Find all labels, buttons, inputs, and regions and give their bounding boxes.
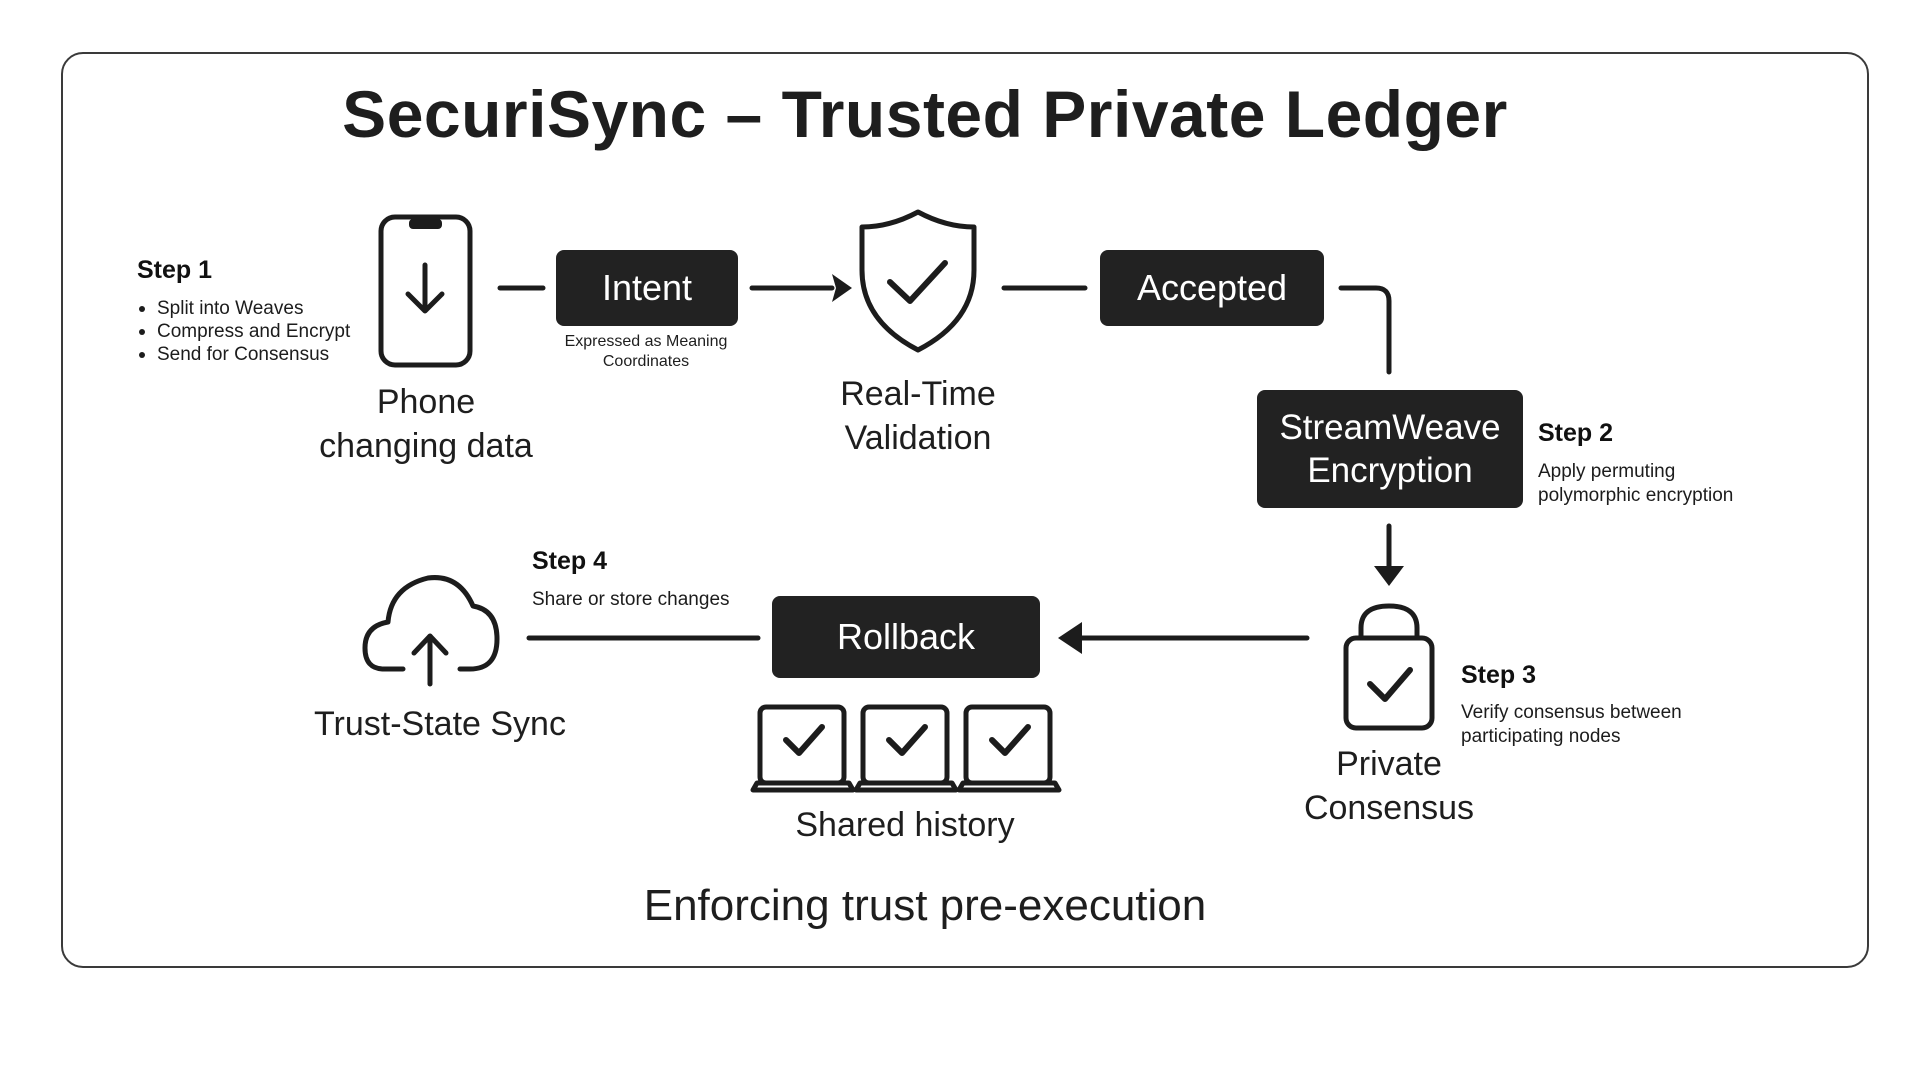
intent-label: Intent bbox=[601, 267, 693, 308]
padlock-check-icon bbox=[1343, 603, 1435, 731]
step1-heading: Step 1 bbox=[137, 256, 213, 284]
cloud-upload-icon bbox=[362, 575, 500, 687]
step1-bullet: Send for Consensus bbox=[137, 343, 350, 366]
step4-heading: Step 4 bbox=[532, 547, 608, 575]
laptop-check-icon bbox=[853, 704, 959, 793]
step3-text-line1: Verify consensus between bbox=[1461, 702, 1682, 723]
step2-text: Apply permuting polymorphic encryption bbox=[1538, 460, 1733, 508]
phone-label-line1: Phone bbox=[376, 383, 476, 421]
step3-text-line2: participating nodes bbox=[1461, 726, 1621, 747]
encryption-label-line1: StreamWeave bbox=[1279, 408, 1501, 447]
sync-label: Trust-State Sync bbox=[314, 705, 566, 743]
step2-text-line2: polymorphic encryption bbox=[1538, 485, 1734, 506]
phone-label-line2: changing data bbox=[319, 427, 533, 465]
laptop-check-icon bbox=[956, 704, 1062, 793]
step2-text-line1: Apply permuting bbox=[1538, 461, 1676, 482]
validation-label: Real-Time Validation bbox=[800, 372, 1036, 460]
accepted-label: Accepted bbox=[1136, 267, 1288, 308]
footer-caption: Enforcing trust pre-execution bbox=[643, 881, 1207, 930]
rollback-box: Rollback bbox=[772, 596, 1040, 678]
step4-text: Share or store changes bbox=[532, 589, 730, 610]
connector-accepted-encryption bbox=[1338, 285, 1392, 375]
diagram-title: SecuriSync – Trusted Private Ledger bbox=[342, 77, 1508, 151]
laptop-check-icon bbox=[750, 704, 856, 793]
history-label: Shared history bbox=[795, 806, 1015, 844]
intent-caption-line1: Expressed as Meaning bbox=[564, 333, 728, 350]
consensus-label: Private Consensus bbox=[1270, 742, 1508, 830]
accepted-box: Accepted bbox=[1100, 250, 1324, 326]
encryption-label-line2: Encryption bbox=[1307, 451, 1473, 490]
intent-caption: Expressed as Meaning Coordinates bbox=[540, 332, 752, 372]
phone-label: Phone changing data bbox=[300, 380, 552, 468]
diagram-frame bbox=[61, 52, 1869, 968]
step3-heading: Step 3 bbox=[1461, 661, 1537, 689]
encryption-box: StreamWeave Encryption bbox=[1257, 390, 1523, 508]
validation-label-line2: Validation bbox=[844, 419, 992, 457]
phone-download-icon bbox=[378, 214, 473, 368]
shield-check-icon bbox=[859, 209, 977, 353]
consensus-label-line2: Consensus bbox=[1303, 789, 1475, 827]
step3-text: Verify consensus between participating n… bbox=[1461, 701, 1682, 749]
step1-bullet: Split into Weaves bbox=[137, 297, 350, 320]
step2-heading: Step 2 bbox=[1538, 419, 1614, 447]
intent-box: Intent bbox=[556, 250, 738, 326]
intent-caption-line2: Coordinates bbox=[602, 353, 690, 370]
rollback-label: Rollback bbox=[836, 616, 976, 657]
validation-label-line1: Real-Time bbox=[840, 375, 996, 413]
consensus-label-line1: Private bbox=[1336, 745, 1442, 783]
step1-bullets: Split into Weaves Compress and Encrypt S… bbox=[137, 297, 350, 366]
step1-bullet: Compress and Encrypt bbox=[137, 320, 350, 343]
